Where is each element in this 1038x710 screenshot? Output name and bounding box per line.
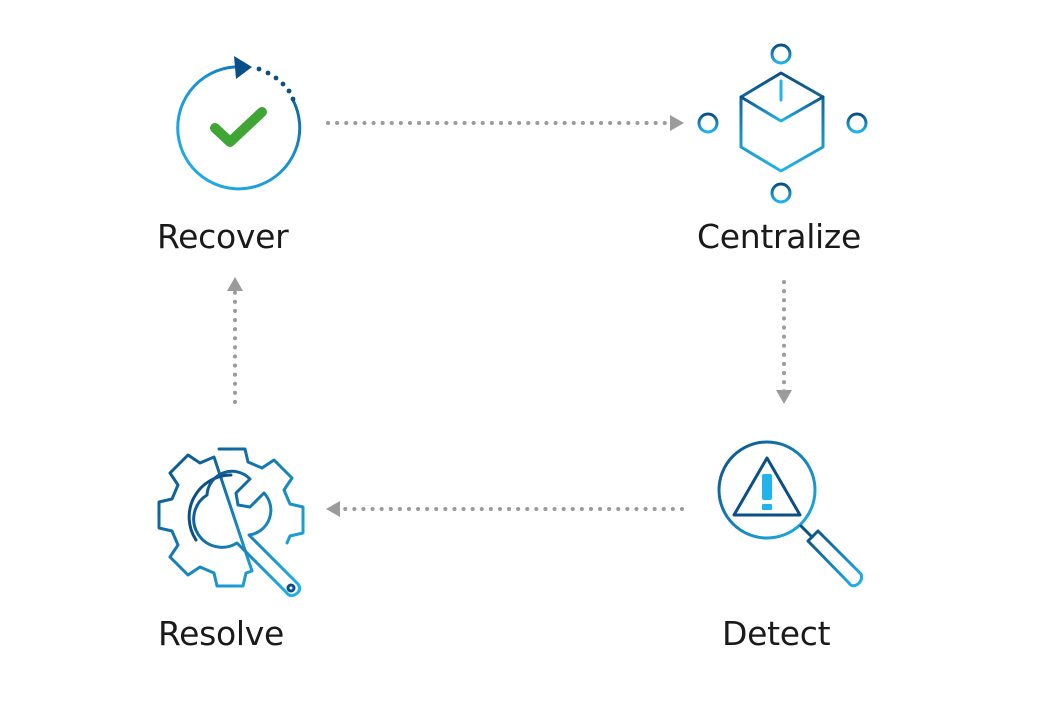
refresh-check-icon xyxy=(176,56,302,191)
magnifier-warning-icon xyxy=(717,440,864,588)
connector-detect-resolve xyxy=(326,501,684,517)
connector-resolve-recover xyxy=(227,277,243,404)
detect-label: Detect xyxy=(722,614,831,653)
resolve-label: Resolve xyxy=(158,614,285,653)
gear-wrench-icon xyxy=(157,447,305,598)
centralize-label: Centralize xyxy=(697,217,861,256)
recover-label: Recover xyxy=(157,217,289,256)
connector-centralize-detect xyxy=(776,280,792,404)
network-cube-icon xyxy=(697,43,868,204)
connector-recover-centralize xyxy=(326,115,684,131)
